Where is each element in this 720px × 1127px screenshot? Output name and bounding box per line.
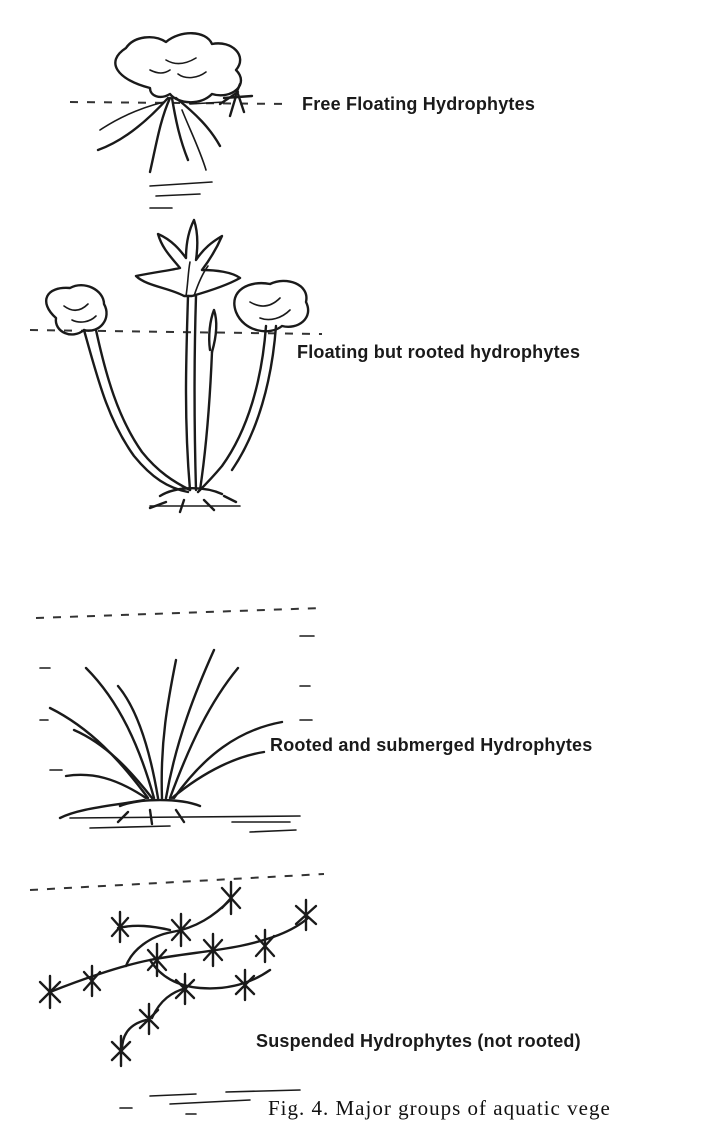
- label-floating-rooted: Floating but rooted hydrophytes: [297, 342, 580, 363]
- suspended-plant-illustration: [30, 874, 324, 1114]
- floating-rooted-plant-illustration: [30, 220, 322, 512]
- label-suspended: Suspended Hydrophytes (not rooted): [256, 1031, 581, 1052]
- figure-caption: Fig. 4. Major groups of aquatic vege: [268, 1096, 611, 1121]
- rooted-submerged-plant-illustration: [36, 608, 322, 832]
- free-floating-plant-illustration: [70, 33, 290, 208]
- label-rooted-submerged: Rooted and submerged Hydrophytes: [270, 735, 592, 756]
- label-free-floating: Free Floating Hydrophytes: [302, 94, 535, 115]
